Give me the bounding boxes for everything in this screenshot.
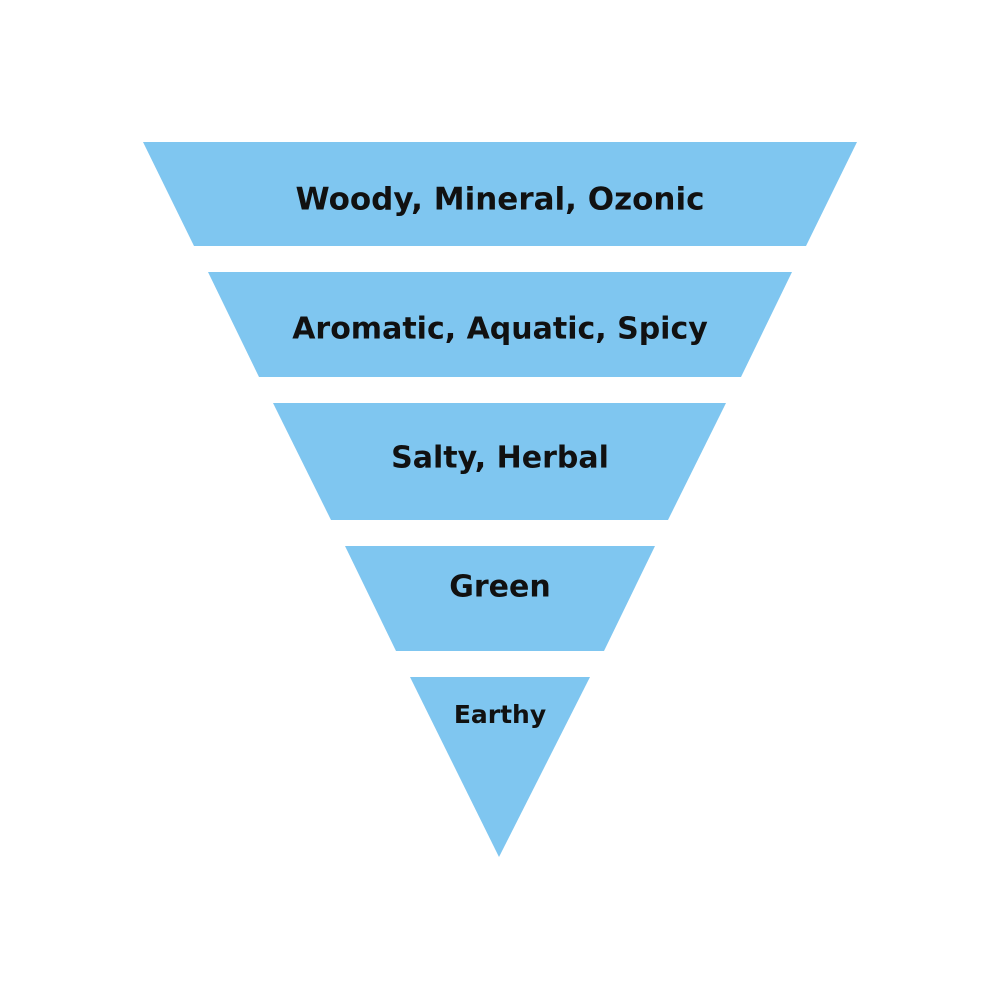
tier-3-shape — [273, 403, 726, 520]
tier-5-shape — [410, 677, 590, 857]
tier-1-label: Woody, Mineral, Ozonic — [296, 182, 705, 218]
tier-1-shape — [143, 142, 857, 246]
funnel-tier-1: Woody, Mineral, Ozonic — [143, 142, 857, 246]
tier-2-label: Aromatic, Aquatic, Spicy — [292, 312, 708, 347]
tier-5-label: Earthy — [454, 700, 546, 729]
funnel-tier-5: Earthy — [410, 677, 590, 857]
tier-3-label: Salty, Herbal — [391, 441, 609, 476]
tier-2-shape — [208, 272, 792, 377]
funnel-tier-3: Salty, Herbal — [273, 403, 726, 520]
funnel-tier-2: Aromatic, Aquatic, Spicy — [208, 272, 792, 377]
funnel-tier-4: Green — [345, 546, 655, 651]
tier-4-shape — [345, 546, 655, 651]
tier-4-label: Green — [449, 570, 550, 605]
